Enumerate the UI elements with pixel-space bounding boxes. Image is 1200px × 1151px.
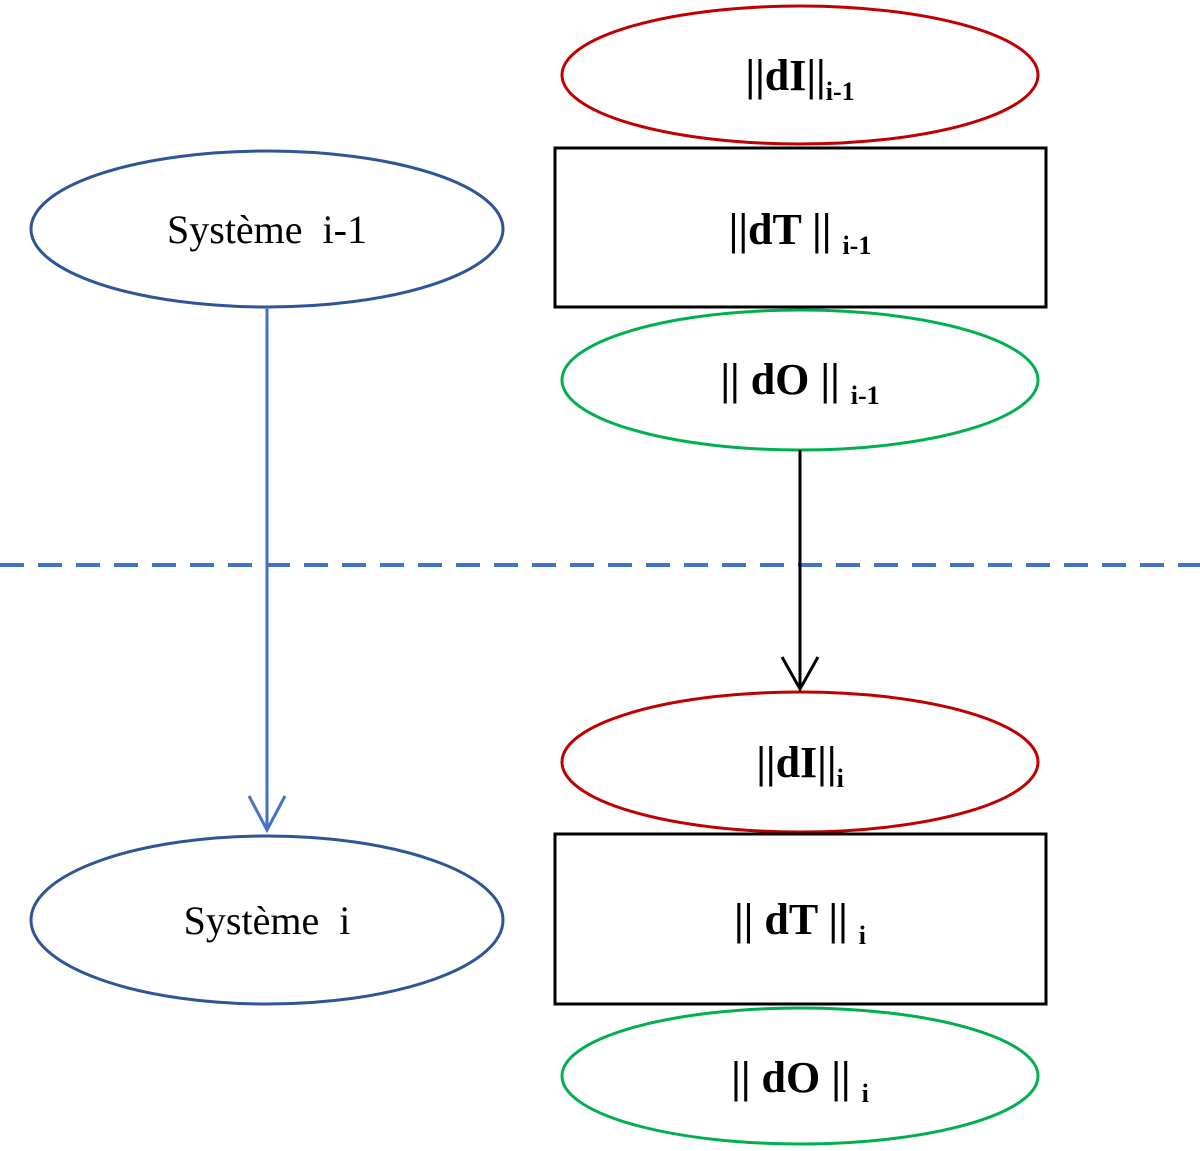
stage-curr-input-label: ||dI||i (756, 738, 844, 793)
stage-curr-transfer-box (553, 832, 1048, 1006)
system-curr-ellipse (29, 834, 505, 1006)
system-curr-label: Système i (184, 898, 351, 943)
stage-curr-output-node: || dO || i (560, 1006, 1040, 1146)
stage-curr-output-ellipse (560, 1006, 1040, 1146)
stage-prev-output-node: || dO || i-1 (560, 308, 1040, 452)
stage-curr-transfer-node: || dT || i (553, 832, 1048, 1006)
stage-prev-input-ellipse (560, 4, 1040, 146)
stage-prev-input-label: ||dI||i-1 (745, 51, 854, 106)
system-prev-label: Système i-1 (167, 207, 367, 252)
stage-prev-input-node: ||dI||i-1 (560, 4, 1040, 146)
system-transition-arrow (247, 307, 287, 834)
system-curr-node: Système i (29, 834, 505, 1006)
stage-prev-transfer-node: ||dT || i-1 (553, 146, 1048, 309)
stage-prev-output-label: || dO || i-1 (720, 355, 879, 410)
system-prev-node: Système i-1 (29, 149, 505, 309)
stage-curr-output-label: || dO || i (731, 1053, 869, 1108)
stage-curr-input-ellipse (560, 690, 1040, 834)
stage-transition-arrow (780, 450, 820, 693)
stage-prev-transfer-box (553, 146, 1048, 309)
stage-prev-transfer-label: ||dT || i-1 (729, 205, 872, 260)
stage-curr-transfer-label: || dT || i (734, 895, 866, 950)
stage-curr-input-node: ||dI||i (560, 690, 1040, 834)
